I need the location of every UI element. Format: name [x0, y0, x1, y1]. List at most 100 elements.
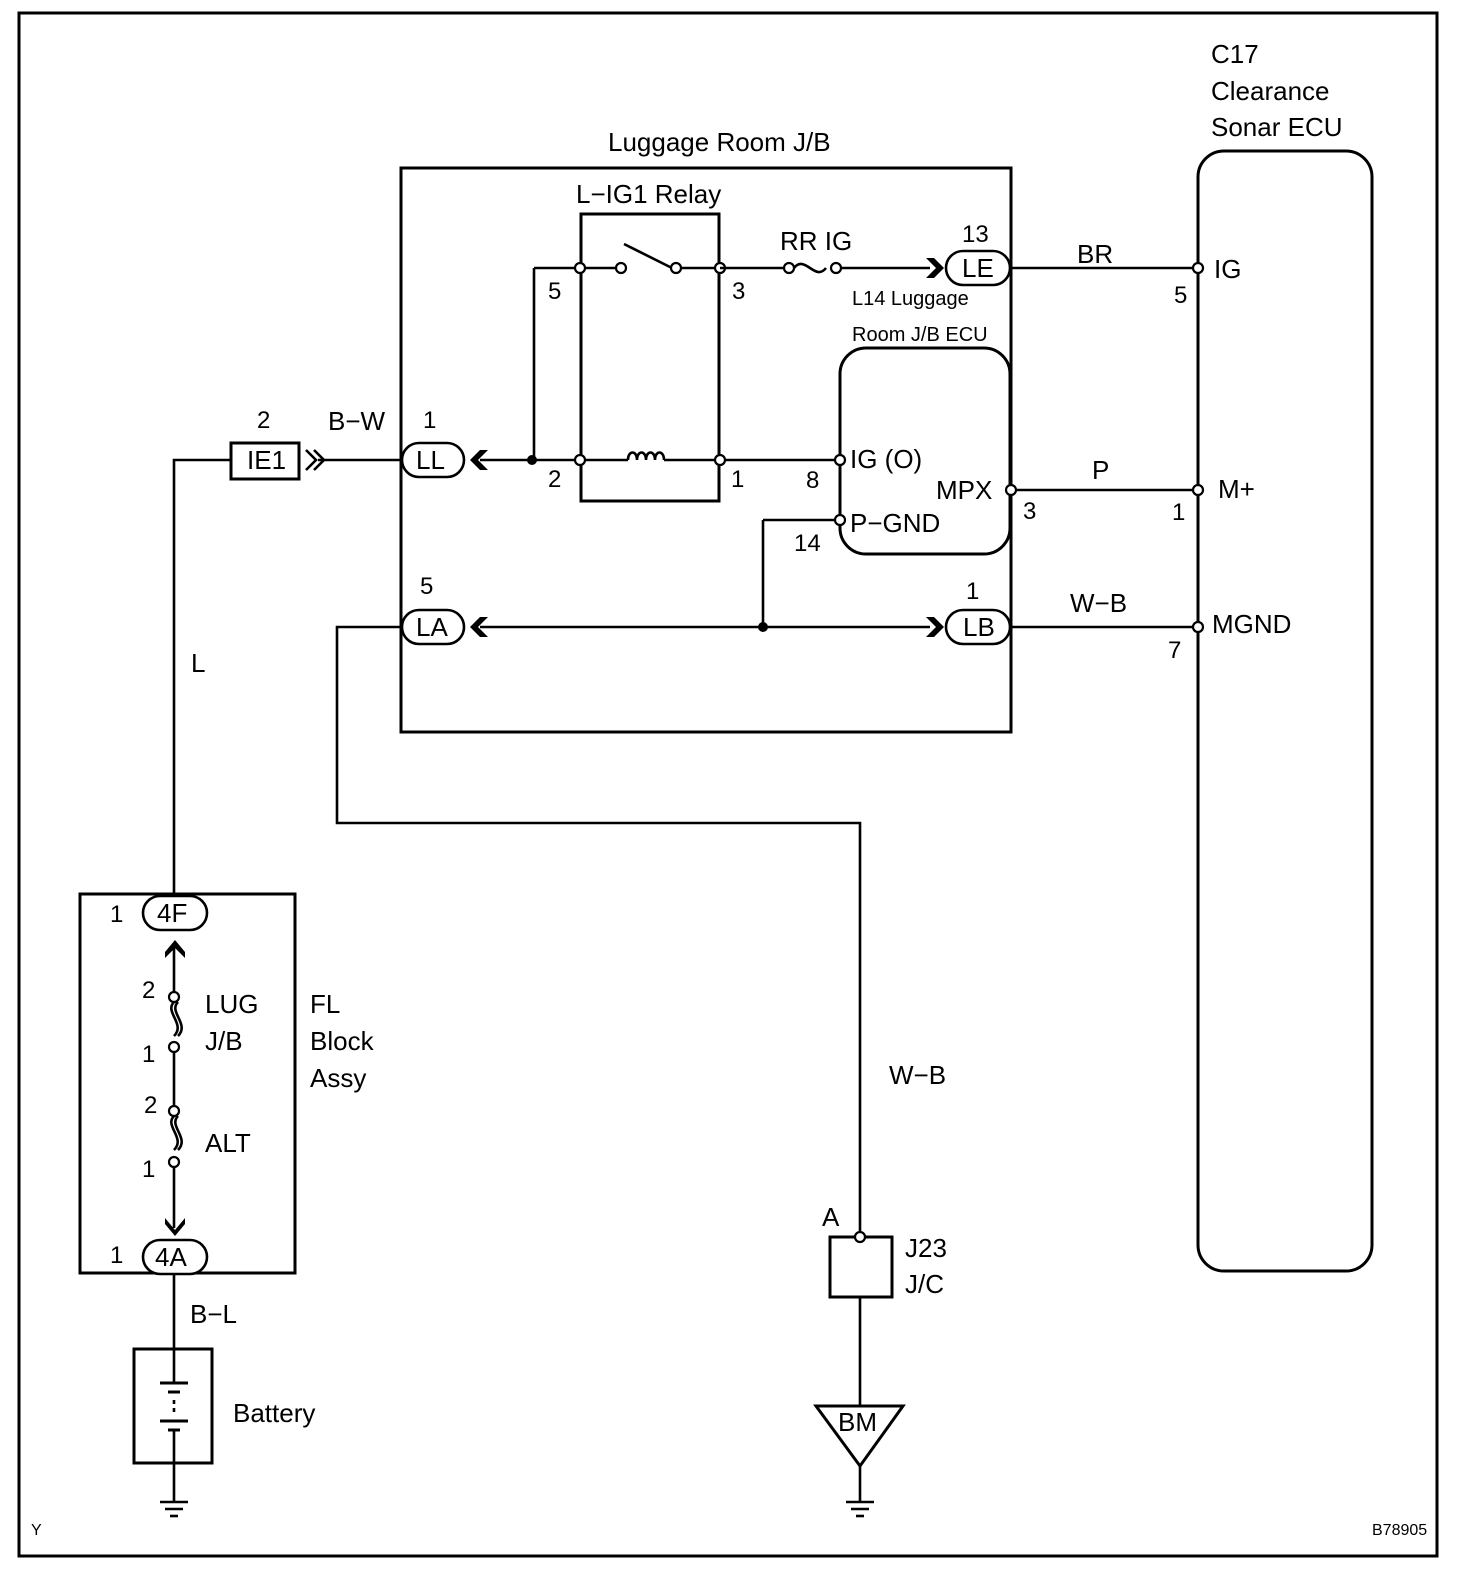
ecu-terminal-8 — [833, 453, 847, 467]
sonar-terminal-7 — [1191, 620, 1205, 634]
pin-ecu-14: 14 — [794, 530, 821, 557]
pin-sonar-7: 7 — [1168, 637, 1181, 664]
pin-relay-5: 5 — [548, 278, 561, 305]
fl-block-label-2: Block — [310, 1026, 375, 1056]
wire-color-l: L — [191, 648, 205, 678]
ground-bm-triangle — [813, 1404, 906, 1469]
wire-l — [172, 458, 231, 896]
fuse-lug-label-1: LUG — [205, 989, 258, 1019]
wire-wb-bottom — [335, 625, 862, 1236]
relay-terminal-2 — [573, 453, 587, 467]
relay-coil-icon — [626, 451, 666, 461]
pin-lb: 1 — [966, 578, 979, 605]
ground-bm-label: BM — [838, 1407, 877, 1437]
fuse-rrig-left — [782, 261, 796, 275]
connector-4f-arrow — [165, 940, 185, 958]
fuse-alt-top — [167, 1104, 181, 1118]
fuse-rrig-icon — [792, 262, 828, 274]
connector-4f-label: 4F — [157, 898, 187, 928]
pin-jc-a: A — [822, 1202, 840, 1232]
switch-contact-left — [614, 261, 628, 275]
jc-label-2: J/C — [905, 1269, 944, 1299]
fuse-alt-icon — [170, 1115, 183, 1151]
pin-alt-1: 1 — [142, 1156, 155, 1183]
pin-ecu-8: 8 — [806, 467, 819, 494]
sonar-ecu-box — [1196, 149, 1374, 1273]
fl-block-label-3: Assy — [310, 1063, 366, 1093]
battery-label: Battery — [233, 1398, 315, 1428]
ecu-pgnd: P−GND — [850, 508, 940, 538]
pin-relay-1: 1 — [731, 466, 744, 493]
junction-relay — [527, 455, 537, 465]
fl-block-label-1: FL — [310, 989, 340, 1019]
ecu-label-2: Room J/B ECU — [852, 324, 988, 346]
pin-4a: 1 — [110, 1242, 123, 1269]
fuse-alt-label: ALT — [205, 1128, 251, 1158]
wire-color-wb-bottom: W−B — [889, 1060, 946, 1090]
relay-terminal-5 — [573, 261, 587, 275]
footer-right: B78905 — [1372, 1522, 1427, 1539]
ecu-mpx: MPX — [936, 475, 992, 505]
jc-terminal-a — [853, 1230, 867, 1244]
fuse-lug-label-2: J/B — [205, 1026, 243, 1056]
pin-sonar-5: 5 — [1174, 282, 1187, 309]
pin-ecu-3: 3 — [1023, 498, 1036, 525]
connector-ie1-arrow — [305, 449, 326, 471]
wire-color-p: P — [1092, 455, 1109, 485]
outer-frame — [17, 11, 1439, 1558]
jb-ecu-box — [838, 346, 1012, 556]
pin-lug-1: 1 — [142, 1041, 155, 1068]
connector-lb-arrow — [926, 617, 944, 637]
ecu-terminal-3 — [1004, 483, 1018, 497]
wire-color-br: BR — [1077, 239, 1113, 269]
pin-relay-2: 2 — [548, 466, 561, 493]
pin-la: 5 — [420, 573, 433, 600]
relay-box — [579, 212, 721, 503]
jc-box — [828, 1235, 894, 1299]
connector-la-label: LA — [416, 612, 448, 642]
connector-la-arrow — [470, 617, 488, 637]
wire-color-bw: B−W — [328, 406, 386, 436]
connector-le-arrow — [926, 258, 944, 278]
sonar-terminal-1 — [1191, 483, 1205, 497]
pin-lug-2: 2 — [142, 977, 155, 1004]
connector-4a-label: 4A — [155, 1242, 187, 1272]
fuse-rrig-right — [829, 261, 843, 275]
luggage-room-jb-label: Luggage Room J/B — [608, 127, 831, 157]
relay-label: L−IG1 Relay — [576, 179, 721, 209]
pin-relay-3: 3 — [732, 278, 745, 305]
jc-label-1: J23 — [905, 1233, 947, 1263]
fuse-lug-bottom — [167, 1040, 181, 1054]
ecu-ig-o: IG (O) — [850, 444, 922, 474]
sonar-ig: IG — [1214, 254, 1241, 284]
pin-le: 13 — [962, 221, 989, 248]
pin-4f: 1 — [110, 901, 123, 928]
fuse-rrig-label: RR IG — [780, 226, 852, 256]
pin-ie1: 2 — [257, 407, 270, 434]
connector-ie1-label: IE1 — [247, 445, 286, 475]
connector-lb-label: LB — [963, 612, 995, 642]
connector-le-label: LE — [962, 253, 994, 283]
ecu-terminal-14 — [833, 513, 847, 527]
sonar-label-2: Clearance — [1211, 76, 1330, 106]
relay-switch-blade — [623, 242, 673, 270]
sonar-terminal-5 — [1191, 261, 1205, 275]
fl-block-box — [78, 892, 297, 1275]
fuse-lug-top — [167, 990, 181, 1004]
connector-ll-label: LL — [416, 445, 445, 475]
sonar-label-3: Sonar ECU — [1211, 112, 1343, 142]
wire-color-bl: B−L — [190, 1299, 237, 1329]
connector-4f — [141, 894, 209, 932]
sonar-mplus: M+ — [1218, 474, 1255, 504]
pin-alt-2: 2 — [144, 1092, 157, 1119]
wire-color-wb-top: W−B — [1070, 588, 1127, 618]
switch-contact-right — [669, 261, 683, 275]
pin-ll: 1 — [423, 407, 436, 434]
ecu-label-1: L14 Luggage — [852, 288, 969, 310]
relay-terminal-1 — [713, 453, 727, 467]
sonar-mgnd: MGND — [1212, 609, 1291, 639]
footer-left: Y — [31, 1522, 42, 1539]
connector-4a-arrow — [165, 1218, 185, 1236]
sonar-label-1: C17 — [1211, 39, 1259, 69]
